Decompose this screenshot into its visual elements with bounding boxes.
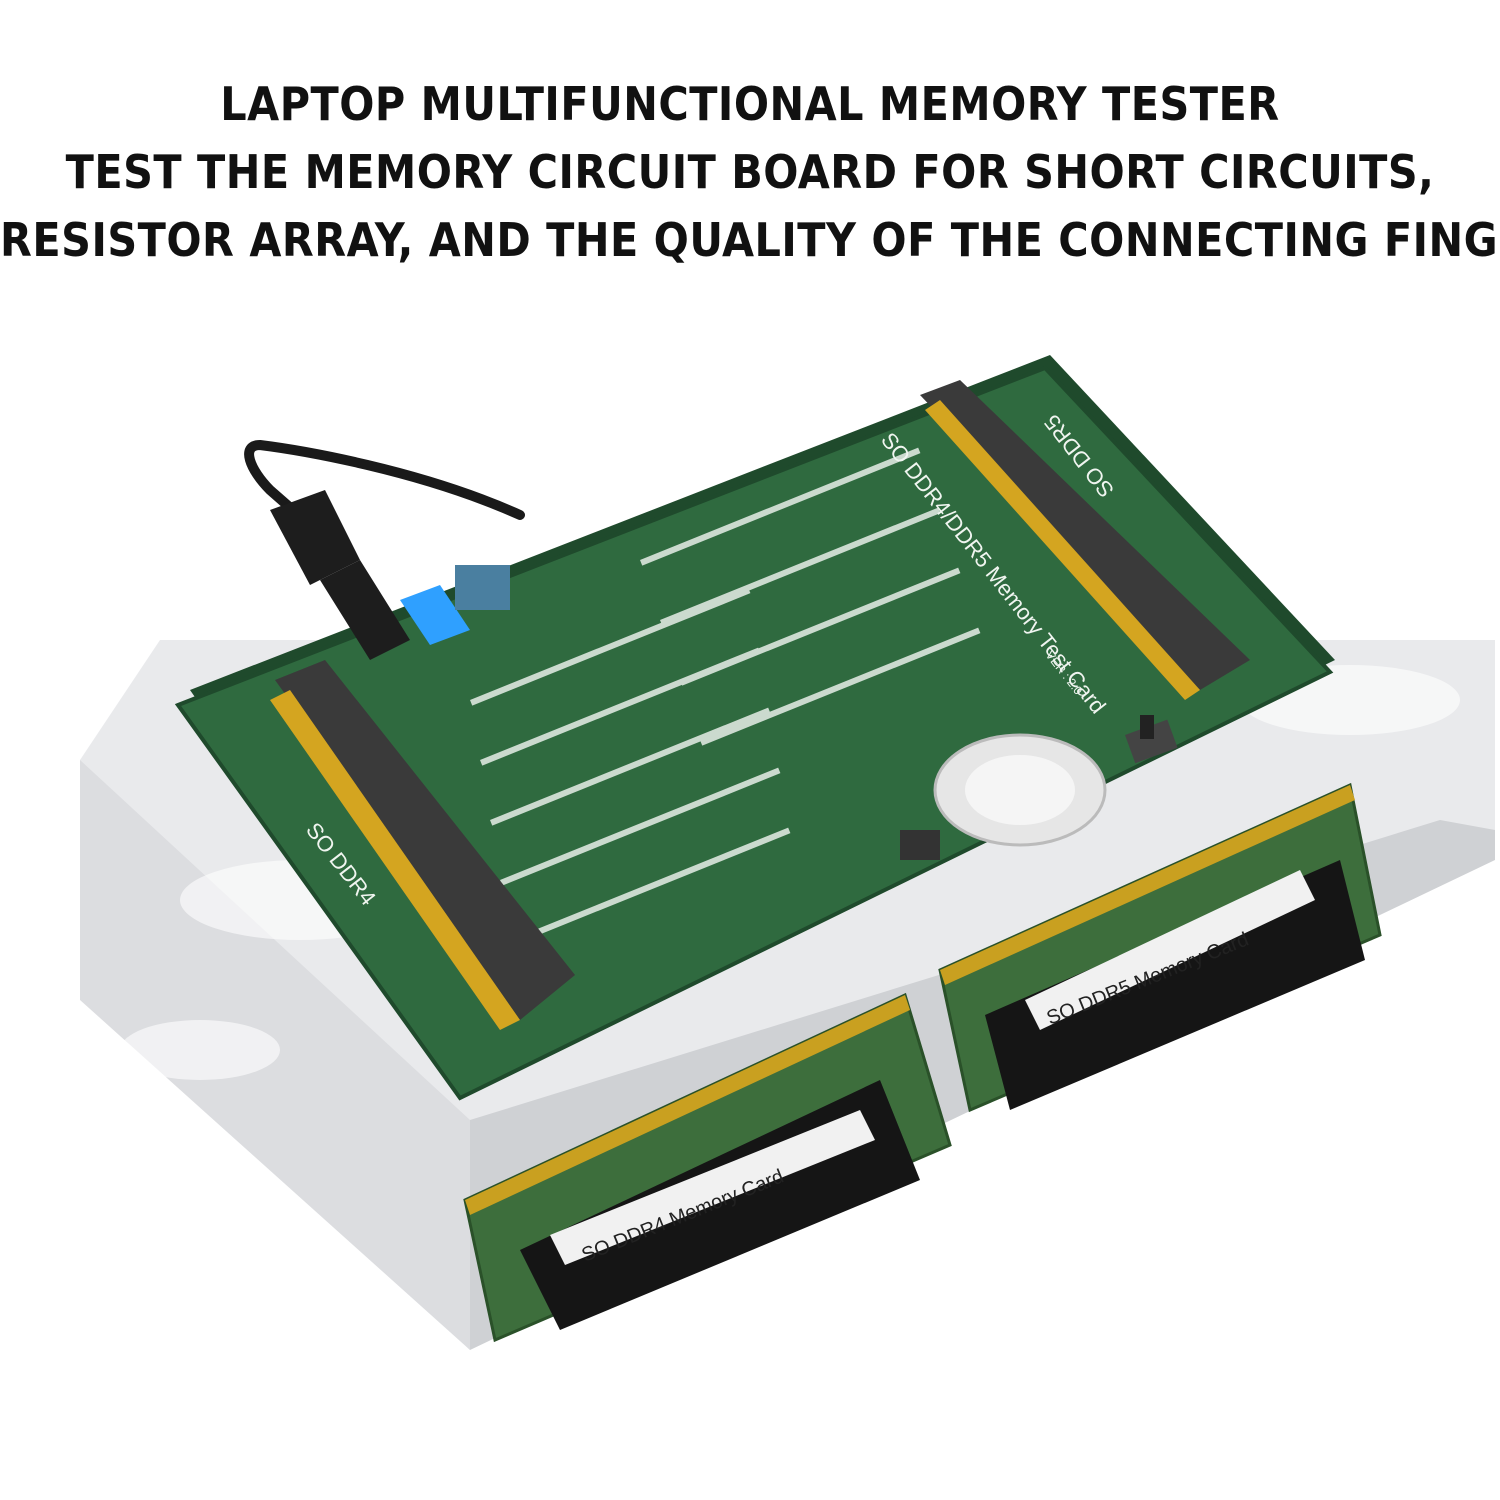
ddr5-memory-module: SO DDR5 Memory Card <box>938 782 1382 1113</box>
headline-line-2: TEST THE MEMORY CIRCUIT BOARD FOR SHORT … <box>65 145 1435 199</box>
slide-switch <box>900 830 940 860</box>
usb-cable <box>244 439 525 660</box>
test-card-board: SO DDR4/DDR5 Memory Test Card VER : 2.0 … <box>174 355 1335 1101</box>
ddr4-slot <box>270 660 575 1030</box>
ddr4-memory-module: SO DDR4 Memory Card <box>463 992 952 1343</box>
headline-line-1: LAPTOP MULTIFUNCTIONAL MEMORY TESTER <box>220 77 1280 131</box>
usb-port <box>455 565 510 610</box>
headline-line-3: RESISTOR ARRAY, AND THE QUALITY OF THE C… <box>0 213 1500 267</box>
headline: LAPTOP MULTIFUNCTIONAL MEMORY TESTER TES… <box>0 70 1500 274</box>
coin-cell-holder <box>933 733 1107 847</box>
ddr5-slot <box>920 380 1250 700</box>
push-button <box>1124 715 1178 764</box>
resistor-array <box>470 447 981 946</box>
